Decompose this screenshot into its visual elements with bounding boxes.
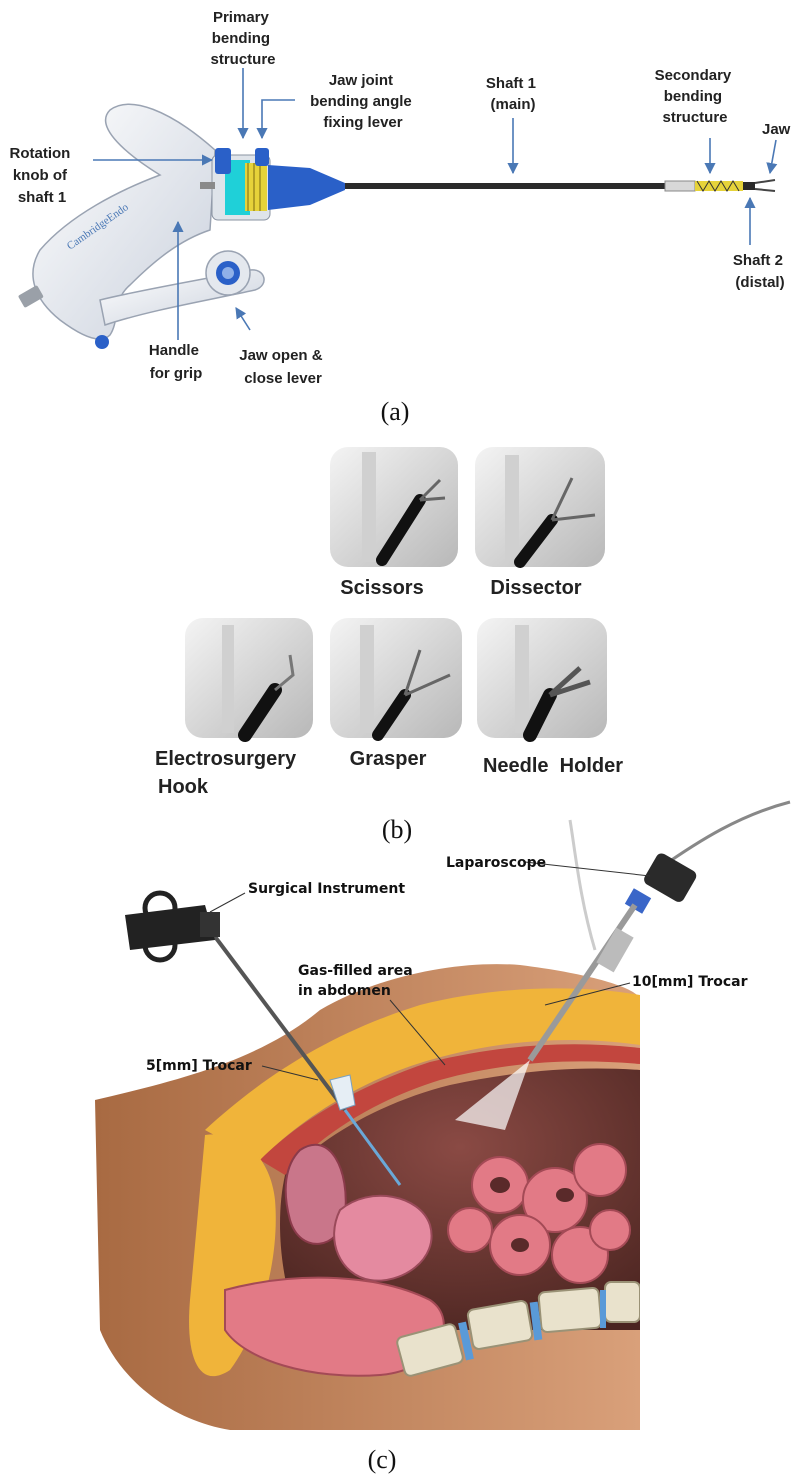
leader-trocar10 [544, 982, 631, 1006]
arrow-jaw [766, 139, 778, 175]
tile-dissector [475, 447, 605, 568]
label-trocar10: 10[mm] Trocar [632, 974, 748, 990]
label-shaft1: Shaft 1 (main) [486, 75, 540, 113]
label-surgical-instrument: Surgical Instrument [248, 881, 405, 897]
leader-surgical-instrument [209, 892, 246, 913]
leader-gas-area [389, 999, 446, 1066]
panel-a: CambridgeEndo [10, 9, 791, 426]
label-jaw: Jaw [762, 121, 791, 138]
label-gas-area: Gas-filled area in abdomen [298, 963, 418, 999]
arrow-jaw-lever [235, 307, 251, 331]
panel-c: Laparoscope Surgical Instrument Gas-fill… [95, 800, 800, 1474]
tool-label-grasper: Grasper [350, 748, 427, 770]
label-jaw-joint-lever: Jaw joint bending angle fixing lever [310, 72, 416, 131]
instrument-illustration: CambridgeEndo [18, 103, 776, 349]
tile-electrosurgery-hook [185, 618, 313, 742]
laparoscope-device [455, 800, 791, 1130]
label-laparoscope: Laparoscope [446, 855, 546, 871]
tool-label-dissector: Dissector [490, 577, 581, 599]
label-trocar5: 5[mm] Trocar [146, 1058, 252, 1074]
label-primary-bending: Primary bending structure [210, 9, 275, 68]
tile-scissors [330, 447, 458, 567]
caption-a: (a) [381, 397, 410, 426]
tool-label-hook: Hook [158, 776, 209, 798]
tile-needle-holder [477, 618, 607, 742]
leader-laparoscope [524, 861, 651, 877]
surgical-instrument-device [125, 890, 402, 1186]
abdomen-illustration [95, 964, 800, 1440]
label-secondary-bending: Secondary bending structure [655, 67, 736, 126]
label-rotation-knob: Rotation knob of shaft 1 [10, 145, 75, 206]
tool-label-scissors: Scissors [340, 577, 423, 599]
label-jaw-lever: Jaw open & close lever [239, 347, 327, 387]
leader-trocar5 [261, 1065, 319, 1081]
tile-grasper [330, 618, 462, 741]
label-handle: Handle for grip [149, 342, 203, 382]
tool-label-needle-holder: Needle Holder [483, 755, 623, 777]
caption-b: (b) [382, 815, 412, 844]
arrow-jaw-joint-lever [256, 99, 295, 140]
panel-b: Scissors Dissector Electrosurgery Hook G… [155, 447, 623, 844]
label-shaft2: Shaft 2 (distal) [733, 252, 787, 291]
caption-c: (c) [368, 1445, 397, 1474]
tool-label-electrosurgery: Electrosurgery [155, 748, 297, 770]
